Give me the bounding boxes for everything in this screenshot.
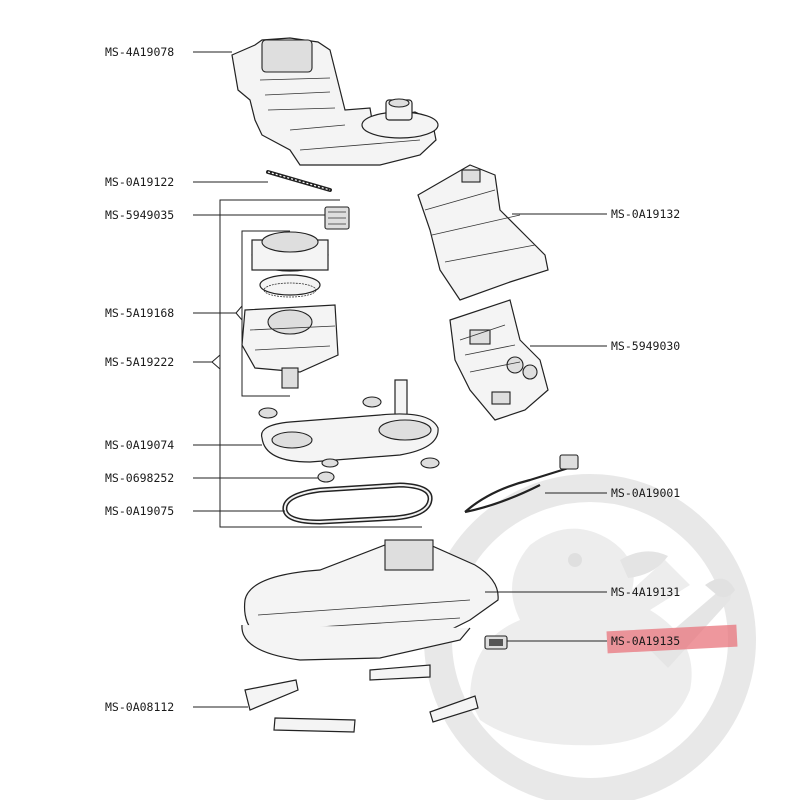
label-ms-0a19075[interactable]: MS-0A19075 xyxy=(105,504,174,518)
part-belt xyxy=(282,482,433,525)
part-drive-plate xyxy=(258,379,440,469)
part-main-pcb xyxy=(449,299,549,421)
label-ms-5a19168[interactable]: MS-5A19168 xyxy=(105,306,174,320)
part-labels: MS-4A19078 MS-0A19122 MS-5949035 MS-5A19… xyxy=(105,45,680,714)
part-base xyxy=(241,539,499,661)
part-rubber-feet xyxy=(244,664,479,733)
label-ms-5a19222[interactable]: MS-5A19222 xyxy=(105,355,174,369)
part-motor-housing xyxy=(231,37,439,166)
label-ms-0a19132[interactable]: MS-0A19132 xyxy=(611,207,680,221)
part-spring-rod xyxy=(266,170,332,192)
part-support-frame xyxy=(417,164,549,301)
label-ms-0a19074[interactable]: MS-0A19074 xyxy=(105,438,174,452)
label-ms-4a19131[interactable]: MS-4A19131 xyxy=(611,585,680,599)
label-ms-0a19001[interactable]: MS-0A19001 xyxy=(611,486,680,500)
label-ms-0a08112[interactable]: MS-0A08112 xyxy=(105,700,174,714)
label-ms-0a19122[interactable]: MS-0A19122 xyxy=(105,175,174,189)
part-power-cord xyxy=(464,454,579,514)
label-ms-4a19078[interactable]: MS-4A19078 xyxy=(105,45,174,59)
leader-lines xyxy=(193,51,607,708)
part-motor-assembly xyxy=(241,231,339,389)
label-ms-0a19135[interactable]: MS-0A19135 xyxy=(611,634,680,648)
part-small-board xyxy=(324,206,350,230)
label-ms-0698252[interactable]: MS-0698252 xyxy=(105,471,174,485)
part-switch xyxy=(484,635,508,650)
label-ms-5949030[interactable]: MS-5949030 xyxy=(611,339,680,353)
part-bushing xyxy=(317,471,335,483)
highlight-marker xyxy=(606,624,738,654)
label-ms-5949035[interactable]: MS-5949035 xyxy=(105,208,174,222)
